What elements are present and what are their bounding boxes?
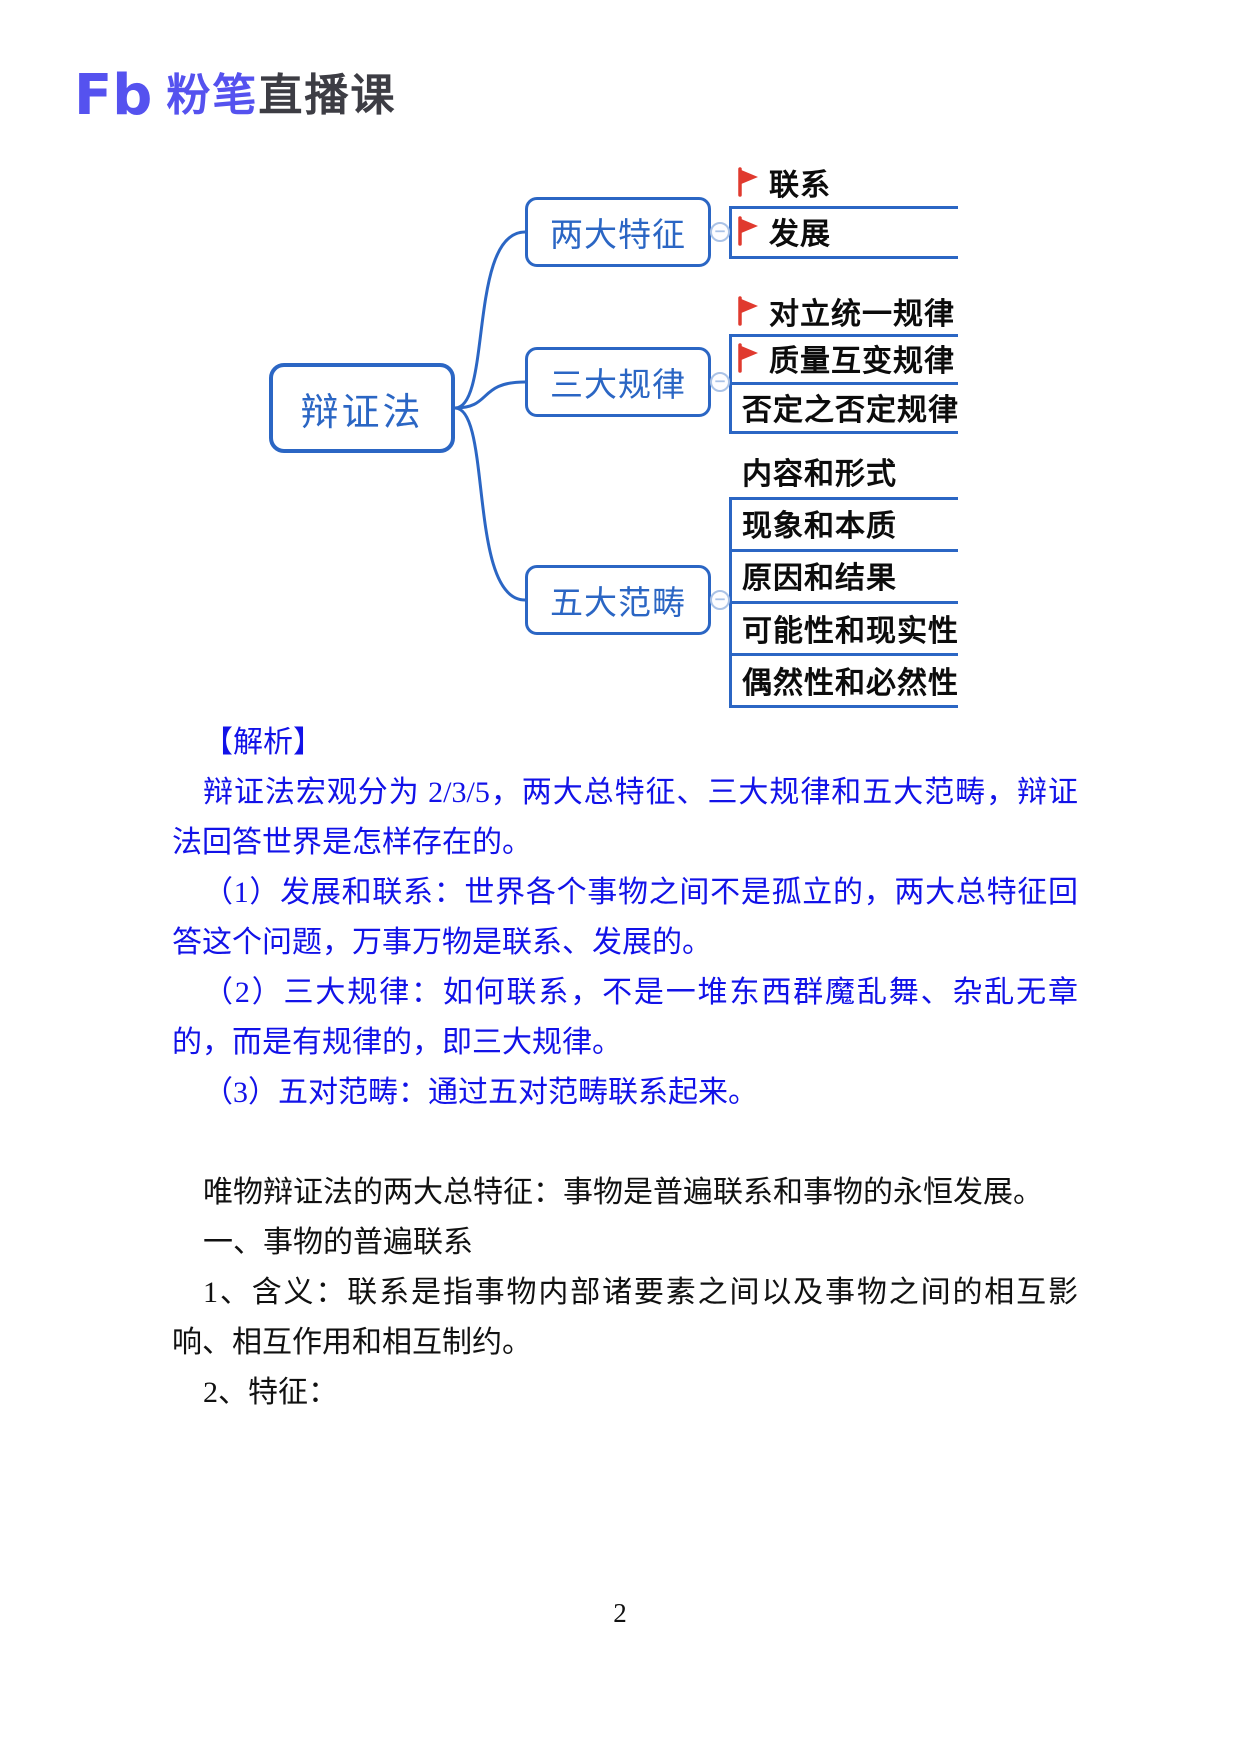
analysis-section: 【解析】辩证法宏观分为 2/3/5，两大总特征、三大规律和五大范畴，辩证法回答世…: [172, 718, 1078, 1418]
flag-icon: [738, 216, 758, 246]
child-node-label: 可能性和现实性: [742, 614, 959, 649]
mindmap-branch-node: 两大特征: [525, 197, 711, 267]
mindmap-child-node: 发展: [736, 210, 831, 252]
paragraph: 【解析】: [203, 726, 323, 759]
child-node-underline: [729, 382, 958, 385]
mindmap-child-node: 原因和结果: [742, 554, 897, 596]
child-node-underline: [729, 653, 958, 656]
logo-suffix-text: 直播课: [258, 70, 397, 121]
child-node-label: 现象和本质: [742, 509, 897, 544]
child-node-underline: [729, 334, 958, 337]
logo: Fb 粉笔 直播课: [74, 63, 397, 128]
paragraph: （3）五对范畴：通过五对范畴联系起来。: [203, 1076, 758, 1109]
mindmap-child-node: 偶然性和必然性: [742, 659, 959, 701]
paragraph: （2）三大规律：如何联系，不是一堆东西群魔乱舞、杂乱无章的，而是有规律的，即三大…: [172, 976, 1078, 1059]
child-node-underline: [729, 601, 958, 604]
branch-node-label: 五大范畴: [550, 583, 686, 622]
connector-lines: [453, 230, 527, 602]
mindmap-child-node: 内容和形式: [742, 450, 897, 492]
mindmap-root-node: 辩证法: [269, 363, 455, 453]
paragraph: 一、事物的普遍联系: [203, 1226, 473, 1259]
mindmap-child-node: 否定之否定规律: [742, 386, 959, 428]
page-number: 2: [613, 1598, 627, 1628]
flag-icon: [738, 343, 758, 373]
analysis-black-text: 唯物辩证法的两大总特征：事物是普遍联系和事物的永恒发展。一、事物的普遍联系 1、含…: [172, 1168, 1078, 1418]
mindmap-child-node: 可能性和现实性: [742, 607, 959, 649]
root-node-label: 辩证法: [300, 389, 424, 434]
child-node-label: 发展: [769, 217, 831, 252]
mindmap-child-node: 联系: [736, 161, 831, 203]
flag-icon: [738, 296, 758, 326]
connector-line: [453, 230, 527, 410]
logo-brand-text: 粉笔: [166, 70, 259, 121]
mindmap-child-node: 对立统一规律: [736, 290, 955, 332]
child-node-label: 对立统一规律: [769, 297, 955, 332]
paragraph: 2、特征：: [203, 1376, 338, 1409]
child-node-label: 内容和形式: [742, 457, 897, 492]
branch-node-label: 两大特征: [550, 215, 686, 254]
paragraph-gap: [172, 1118, 1078, 1168]
child-node-label: 质量互变规律: [769, 344, 955, 379]
fenbi-logo-icon: Fb: [74, 63, 153, 128]
child-node-label: 偶然性和必然性: [742, 666, 959, 701]
child-node-underline: [729, 431, 958, 434]
mindmap-child-node: 质量互变规律: [736, 337, 955, 379]
analysis-blue-text: 【解析】辩证法宏观分为 2/3/5，两大总特征、三大规律和五大范畴，辩证法回答世…: [172, 718, 1078, 1118]
collapse-toggle-icon: −: [710, 590, 730, 610]
branch-node-label: 三大规律: [550, 365, 686, 404]
paragraph: 1、含义：联系是指事物内部诸要素之间以及事物之间的相互影响、相互作用和相互制约。: [172, 1276, 1078, 1359]
collapse-toggle-icon: −: [710, 222, 730, 242]
connector-line: [453, 380, 527, 410]
child-node-label: 原因和结果: [742, 561, 897, 596]
child-node-underline: [729, 549, 958, 552]
child-group-bracket: [729, 206, 732, 259]
collapse-toggle-icon: −: [710, 372, 730, 392]
paragraph: 辩证法宏观分为 2/3/5，两大总特征、三大规律和五大范畴，辩证法回答世界是怎样…: [172, 776, 1078, 859]
mindmap-branch-node: 三大规律: [525, 347, 711, 417]
paragraph: 唯物辩证法的两大总特征：事物是普遍联系和事物的永恒发展。: [203, 1176, 1043, 1209]
child-node-underline: [729, 206, 958, 209]
mindmap-child-node: 现象和本质: [742, 502, 897, 544]
child-node-label: 联系: [769, 168, 831, 203]
child-node-underline: [729, 705, 958, 708]
mindmap-branch-node: 五大范畴: [525, 565, 711, 635]
child-node-underline: [729, 256, 958, 259]
connector-line: [453, 406, 527, 602]
mindmap-diagram: 辩证法 两大特征 − 联系发展三大规律 − 对立统一规律质量互变规律否定之否定规律五大范…: [0, 0, 1240, 760]
child-node-underline: [729, 497, 958, 500]
paragraph: （1）发展和联系：世界各个事物之间不是孤立的，两大总特征回答这个问题，万事万物是…: [172, 876, 1078, 959]
child-node-label: 否定之否定规律: [742, 393, 959, 428]
flag-icon: [738, 167, 758, 197]
